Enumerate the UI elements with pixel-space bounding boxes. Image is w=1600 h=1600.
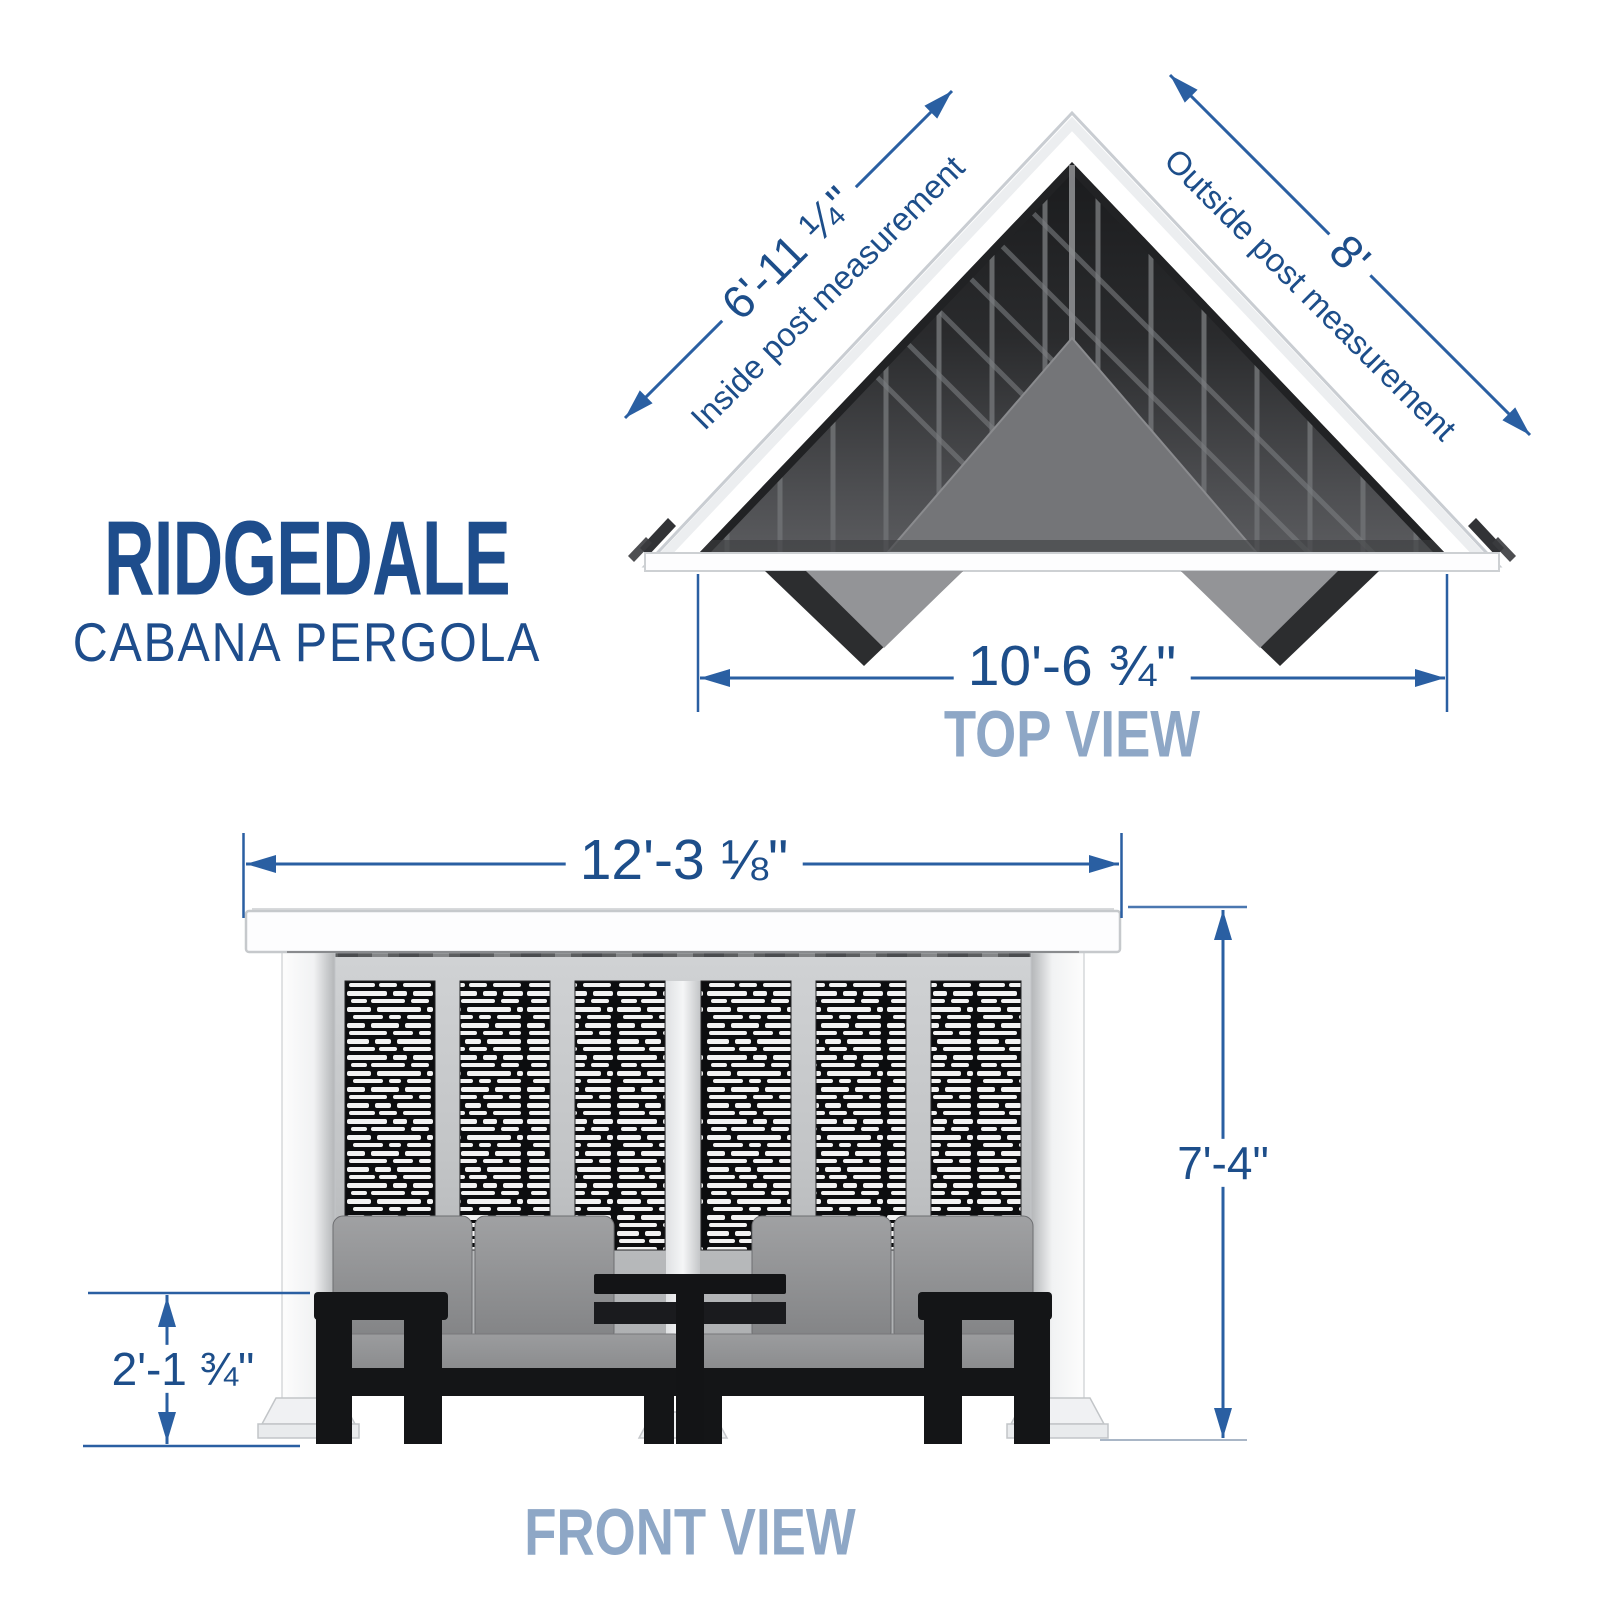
corner-brackets (628, 518, 1516, 562)
top-view-drawing (628, 110, 1516, 666)
top-view-label: TOP VIEW (943, 696, 1201, 771)
product-subtitle: CABANA PERGOLA (72, 611, 542, 674)
roof-center-pyramid (885, 336, 1259, 552)
canopy-front-band (644, 552, 1500, 572)
front-view-height-dimension: 7'-4" (1165, 1139, 1281, 1187)
roof-beam (244, 908, 1122, 954)
front-view-drawing (244, 908, 1122, 1445)
front-view-width-dimension: 12'-3 ⅛" (565, 830, 803, 891)
sofa-tops-overhang (765, 571, 1379, 666)
front-view-label: FRONT VIEW (524, 1494, 856, 1569)
top-view-width-dimension: 10'-6 ¾" (953, 636, 1191, 697)
product-title: RIDGEDALE (103, 499, 511, 618)
corner-table (594, 1274, 786, 1444)
sofa-left (314, 1215, 683, 1444)
front-view-seat-height-dimension: 2'-1 ¾" (99, 1345, 267, 1393)
privacy-panels (344, 980, 1022, 1251)
